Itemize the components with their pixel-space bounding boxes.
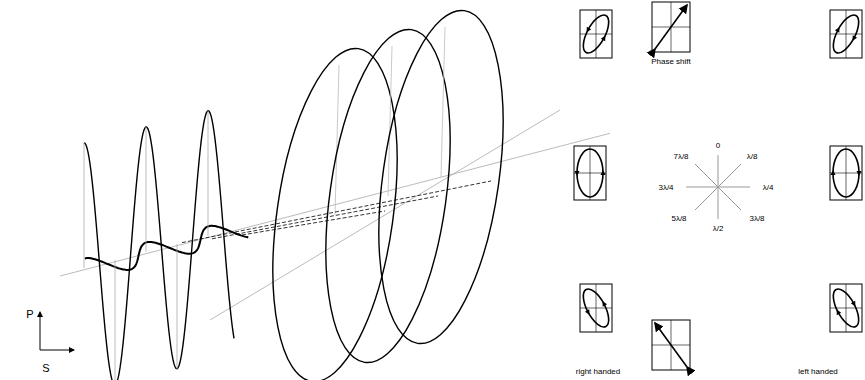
crest-line	[146, 127, 147, 252]
crest-line	[208, 111, 209, 236]
state-frame	[652, 320, 690, 370]
caption-label: Phase shift	[651, 58, 691, 66]
polarisation-state	[574, 146, 606, 200]
polarisation-state	[828, 284, 864, 332]
p-axis	[40, 312, 41, 350]
rotation-arrow	[834, 26, 857, 42]
s-wave	[85, 226, 249, 270]
phase-label: 7λ/8	[673, 153, 688, 161]
polarisation-state	[578, 10, 614, 58]
state-frame	[574, 146, 606, 200]
frame-axis	[830, 308, 862, 309]
elliptical-polarisation	[578, 11, 614, 57]
elliptical-polarisation	[828, 285, 864, 331]
frame-axis	[580, 308, 612, 309]
phase-label: λ/2	[713, 225, 724, 233]
phase-label: λ/4	[763, 184, 774, 192]
projection-line	[212, 196, 438, 239]
crest-line	[335, 65, 339, 215]
polarisation-ellipse	[254, 41, 416, 380]
phase-star	[686, 155, 750, 219]
elliptical-polarisation	[833, 149, 859, 197]
frame-axis	[830, 34, 862, 35]
elliptical-polarisation	[828, 11, 864, 57]
state-frame	[652, 2, 690, 52]
polarisation-state	[652, 2, 690, 52]
rotation-arrow	[584, 300, 607, 316]
projection-line	[242, 211, 385, 235]
rotation-arrow	[834, 300, 857, 316]
crest-line	[441, 27, 445, 177]
phase-label: λ/8	[747, 153, 758, 161]
polarisation-state	[578, 284, 614, 332]
linear-polarisation	[655, 323, 687, 367]
polarisation-state	[652, 320, 690, 370]
phase-label: 0	[716, 142, 720, 150]
state-frame	[830, 146, 862, 200]
crest-line	[115, 260, 116, 380]
reference-axis	[210, 110, 560, 320]
crest-line	[177, 244, 178, 369]
polarisation-ellipse	[307, 22, 469, 371]
rotation-arrow	[831, 170, 862, 176]
rotation-arrow	[575, 170, 606, 176]
polarisation-ellipse	[360, 3, 522, 352]
elliptical-polarisation	[577, 149, 603, 197]
axis-label: S	[42, 363, 49, 374]
polarisation-state	[830, 146, 862, 200]
frame-axis	[830, 173, 862, 174]
projection-line	[182, 181, 491, 243]
elliptical-polarisation	[578, 285, 614, 331]
linear-polarisation	[655, 5, 687, 49]
handedness-label: right handed	[576, 368, 620, 376]
s-axis	[40, 350, 74, 351]
phase-label: 3λ/8	[749, 215, 764, 223]
phase-label: 5λ/8	[671, 215, 686, 223]
crest-line	[388, 46, 392, 196]
polarisation-state	[828, 10, 864, 58]
axis-label: P	[26, 309, 33, 320]
frame-axis	[580, 34, 612, 35]
phase-label: 3λ/4	[658, 184, 673, 192]
p-wave	[84, 111, 234, 380]
rotation-arrow	[584, 26, 607, 42]
frame-axis	[574, 173, 606, 174]
handedness-label: left handed	[798, 368, 838, 376]
crest-line	[84, 143, 85, 268]
